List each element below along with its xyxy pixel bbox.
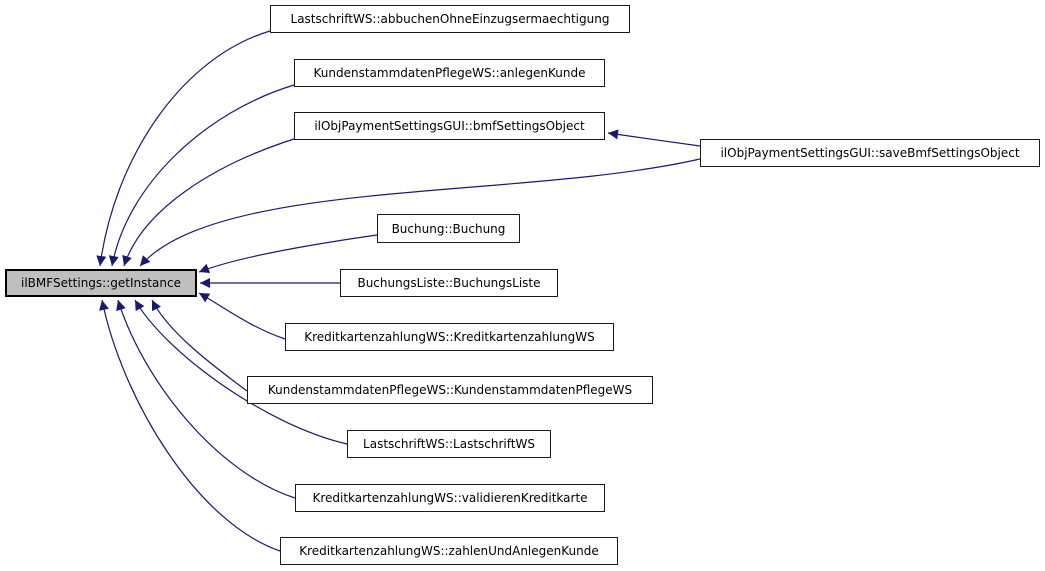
edge-kreditkartenzahlungws-to-getinstance <box>198 292 286 340</box>
node-zahlenundanlegenkunde[interactable]: KreditkartenzahlungWS::zahlenUndAnlegenK… <box>280 537 618 565</box>
node-abbuchenohneeinzugsermaechtigung[interactable]: LastschriftWS::abbuchenOhneEinzugsermaec… <box>270 5 630 33</box>
node-bmfsettingsobject[interactable]: ilObjPaymentSettingsGUI::bmfSettingsObje… <box>294 112 605 140</box>
node-buchungsliste[interactable]: BuchungsListe::BuchungsListe <box>340 269 558 297</box>
edge-lastschriftws-to-getinstance <box>134 299 348 445</box>
edge-validierenkreditkarte-to-getinstance <box>116 299 296 499</box>
edge-anlegenkunde-to-getinstance <box>108 84 295 267</box>
edge-savebmfsettingsobject-to-getinstance <box>139 158 701 267</box>
node-buchung[interactable]: Buchung::Buchung <box>377 214 520 243</box>
edge-zahlenundanlegenkunde-to-getinstance <box>99 299 281 552</box>
edge-buchung-to-getinstance <box>198 234 378 274</box>
node-savebmfsettingsobject[interactable]: ilObjPaymentSettingsGUI::saveBmfSettings… <box>700 139 1040 167</box>
node-anlegenkunde[interactable]: KundenstammdatenPflegeWS::anlegenKunde <box>294 59 605 87</box>
node-validierenkreditkarte[interactable]: KreditkartenzahlungWS::validierenKreditk… <box>295 484 605 512</box>
node-kreditkartenzahlungws-ctor[interactable]: KreditkartenzahlungWS::Kreditkartenzahlu… <box>285 323 614 351</box>
edge-savebmfsettingsobject-to-bmfsettingsobject <box>607 129 701 147</box>
edge-kundenstammdatenpflegews-to-getinstance <box>151 299 248 392</box>
node-kundenstammdatenpflegews-ctor[interactable]: KundenstammdatenPflegeWS::Kundenstammdat… <box>247 376 653 404</box>
edge-abbuchen-to-getinstance <box>96 30 271 267</box>
node-getinstance: ilBMFSettings::getInstance <box>5 269 197 297</box>
edge-bmfsettingsobject-to-getinstance <box>122 138 295 267</box>
node-lastschriftws-ctor[interactable]: LastschriftWS::LastschriftWS <box>347 430 551 458</box>
